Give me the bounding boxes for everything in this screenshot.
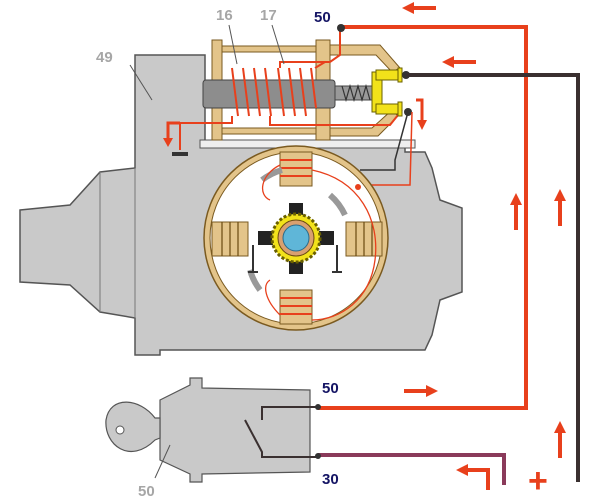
brush <box>258 231 274 245</box>
terminal-50-connector <box>337 24 345 32</box>
label-part-17: 17 <box>260 7 277 24</box>
arrow-down-icon <box>163 138 173 147</box>
label-terminal-50-solenoid: 50 <box>314 9 331 26</box>
armature-shaft <box>282 224 310 252</box>
hold-in-winding-17 <box>277 67 317 117</box>
field-pole-left <box>211 221 249 257</box>
label-terminal-50-switch: 50 <box>322 380 339 397</box>
label-part-49: 49 <box>96 49 113 66</box>
brush <box>318 231 334 245</box>
ignition-switch[interactable] <box>105 377 321 483</box>
battery-plus-icon: + <box>528 462 548 500</box>
label-ignition-switch: 50 <box>138 483 155 500</box>
leader-line <box>271 24 285 65</box>
pull-in-winding-16 <box>231 67 272 117</box>
arrow-right-icon <box>404 385 438 397</box>
solenoid <box>179 30 412 150</box>
arrow-left-icon <box>402 2 436 14</box>
battery-cable-30 <box>406 73 580 482</box>
leader-line <box>228 24 238 65</box>
arrow-up-icon <box>554 421 566 458</box>
return-spring <box>341 83 371 103</box>
arrow-up-icon <box>554 189 566 226</box>
field-pole-top <box>279 151 313 187</box>
motor-cross-section <box>203 145 389 331</box>
ground-icon <box>172 152 188 156</box>
label-part-16: 16 <box>216 7 233 24</box>
terminal-30-contact <box>375 69 399 81</box>
battery-feed-wire-30 <box>318 453 506 485</box>
current-arrow-line <box>166 121 180 140</box>
current-arrows <box>402 2 566 490</box>
leader-line <box>129 64 153 101</box>
field-wire <box>355 111 413 186</box>
field-pole-bottom <box>279 289 313 325</box>
arrow-left-icon <box>442 56 476 68</box>
key-icon <box>105 401 161 453</box>
arrow-bent-left-icon <box>456 464 490 490</box>
label-terminal-30: 30 <box>322 471 339 488</box>
switch-contacts <box>244 406 318 458</box>
arrow-down-icon <box>417 120 427 130</box>
motor-feed-wire <box>360 111 409 171</box>
arrow-up-icon <box>510 193 522 230</box>
terminal-motor-contact <box>375 103 399 115</box>
field-pole-right <box>345 221 383 257</box>
